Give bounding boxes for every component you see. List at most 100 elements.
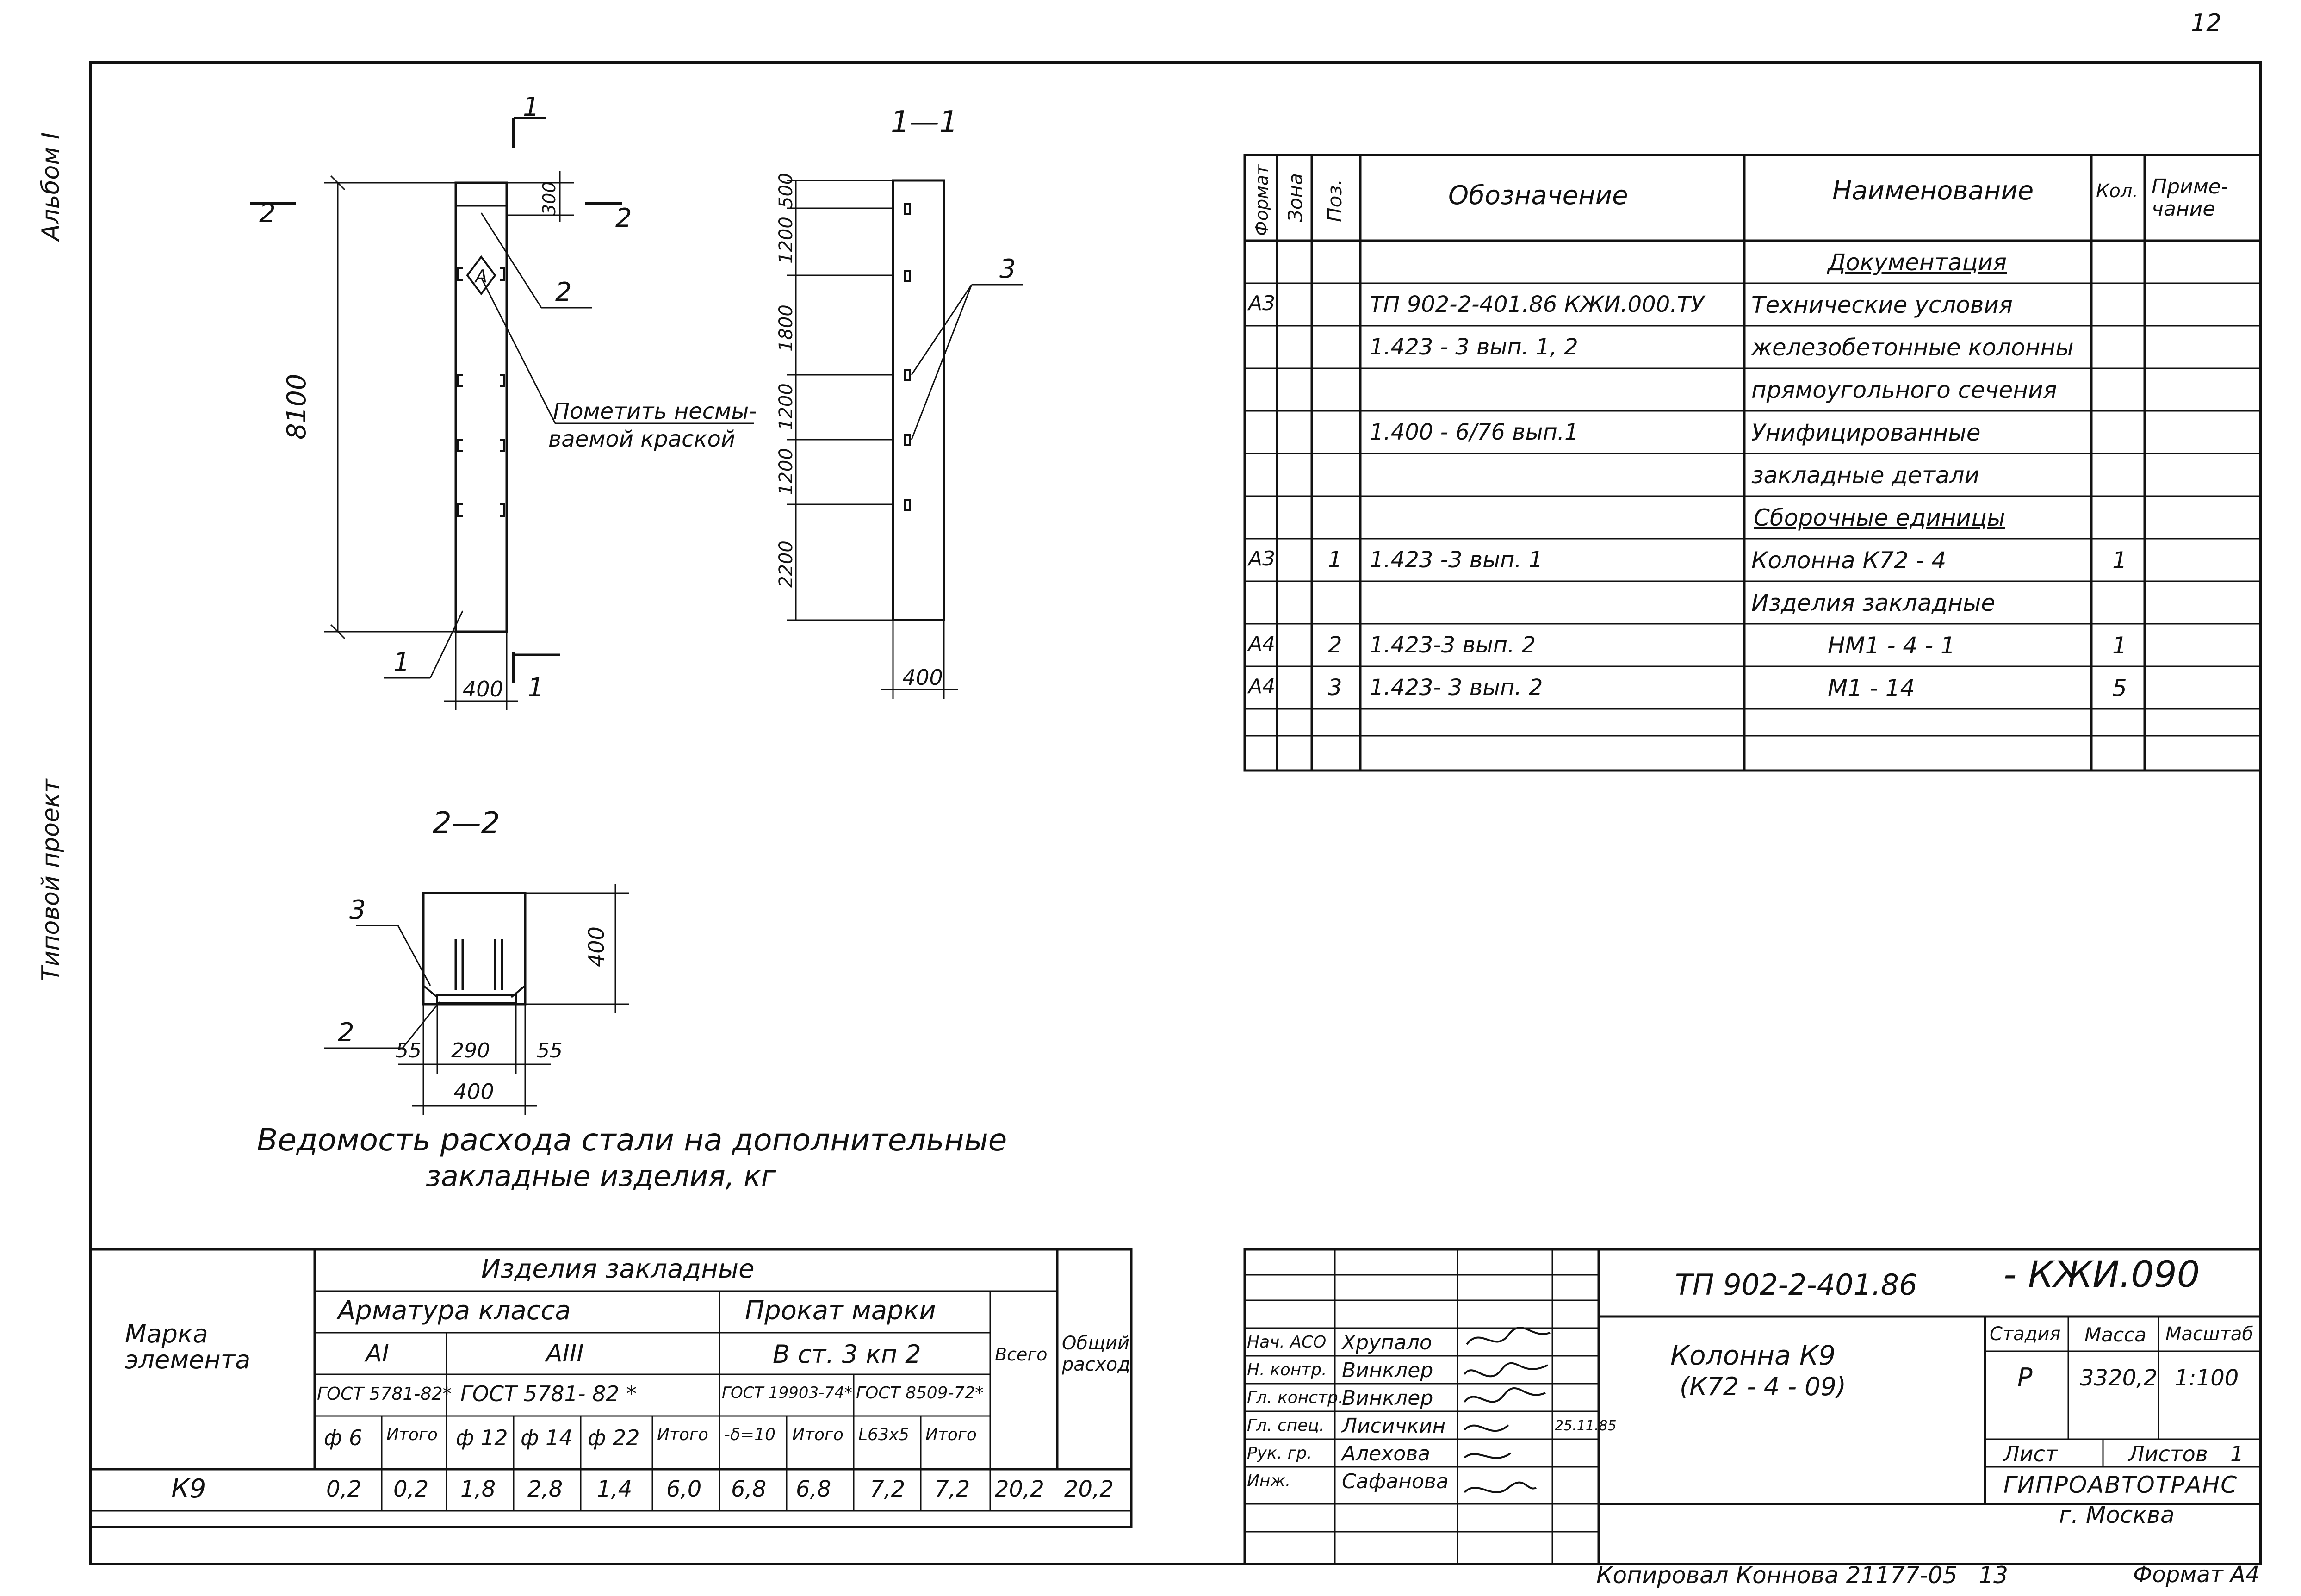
spec-cell-name: Изделия закладные	[1751, 590, 1996, 616]
title-name-1: Колонна К9	[1670, 1340, 1836, 1371]
title-sheets-h: Листов	[2128, 1441, 2208, 1466]
dim-top: 300	[539, 181, 559, 215]
title-mass: 3320,2	[2080, 1365, 2158, 1391]
steel-subheader: ф 14	[521, 1425, 573, 1450]
order-number: 21177-05	[1846, 1562, 1958, 1589]
svg-text:3: 3	[349, 895, 366, 925]
title-stage-h: Стадия	[1990, 1323, 2061, 1345]
staff-name: Сафанова	[1342, 1470, 1449, 1493]
spec-header-name: Наименование	[1832, 176, 2034, 206]
spec-header-qty: Кол.	[2096, 180, 2139, 202]
steel-title-2: закладные изделия, кг	[426, 1159, 776, 1193]
staff-name: Винклер	[1342, 1359, 1433, 1382]
steel-subheader: Итого	[792, 1425, 843, 1444]
spec-table-grid	[1243, 154, 2262, 772]
svg-text:400: 400	[584, 926, 609, 967]
staff-role: Гл. спец.	[1247, 1416, 1325, 1435]
steel-overall: 20,2	[1064, 1476, 1114, 1502]
staff-role: Гл. констр.	[1247, 1388, 1344, 1407]
steel-row-element: К9	[171, 1474, 206, 1504]
spec-cell-name: Технические условия	[1751, 292, 2013, 318]
svg-text:1: 1	[527, 673, 544, 703]
steel-value: 2,8	[527, 1476, 563, 1502]
svg-text:A: A	[474, 266, 487, 286]
svg-text:400: 400	[453, 1079, 494, 1104]
steel-value: 1,4	[597, 1476, 633, 1502]
steel-value: 7,2	[935, 1476, 970, 1502]
steel-h-element: Марка элемента	[125, 1319, 251, 1374]
steel-h-overall: Общий расход	[1062, 1333, 1130, 1375]
spec-cell-name: НМ1 - 4 - 1	[1828, 632, 1955, 659]
page-number: 12	[2191, 9, 2222, 37]
copier-name: Коннова	[1736, 1562, 1839, 1589]
svg-text:500: 500	[775, 173, 797, 208]
steel-subheader: Итого	[386, 1425, 438, 1444]
steel-h-rolled: Прокат марки	[745, 1296, 936, 1326]
steel-h-rebar: Арматура класса	[338, 1296, 571, 1326]
spec-cell-name: Колонна К72 - 4	[1751, 547, 1947, 574]
steel-subheader: ф 12	[456, 1425, 508, 1450]
title-code: ТП 902-2-401.86	[1675, 1268, 1917, 1302]
spec-cell-format: А3	[1248, 547, 1276, 571]
spec-cell-designation: 1.423 -3 вып. 1	[1370, 547, 1543, 573]
dim-height: 8100	[282, 373, 312, 440]
spec-cell-pos: 2	[1328, 632, 1342, 658]
spec-cell-format: А4	[1248, 675, 1276, 698]
spec-cell-name: закладные детали	[1751, 462, 1979, 489]
steel-value: 6,8	[796, 1476, 831, 1502]
spec-header-note: Приме- чание	[2152, 175, 2228, 221]
section-2-label: 2—2	[433, 806, 500, 840]
title-scale: 1:100	[2175, 1365, 2239, 1391]
spec-cell-name: железобетонные колонны	[1751, 334, 2074, 361]
spec-cell-format: А3	[1248, 292, 1276, 315]
steel-h-gost2: ГОСТ 5781- 82 *	[460, 1381, 637, 1406]
steel-subheader: L63x5	[858, 1425, 910, 1444]
elevation-view	[250, 117, 754, 710]
spec-cell-name: прямоугольного сечения	[1751, 377, 2057, 404]
spec-cell-qty: 1	[2112, 632, 2127, 659]
staff-role: Инж.	[1247, 1472, 1291, 1490]
spec-cell-qty: 1	[2112, 547, 2127, 574]
spec-cell-name: М1 - 14	[1828, 675, 1915, 702]
spec-header-pos: Поз.	[1323, 179, 1346, 222]
svg-text:290: 290	[451, 1039, 490, 1062]
spec-cell-designation: 1.423 - 3 вып. 1, 2	[1370, 334, 1578, 360]
steel-value: 0,2	[393, 1476, 429, 1502]
title-org-1: ГИПРОАВТОТРАНС	[2003, 1472, 2238, 1498]
svg-text:1200: 1200	[775, 383, 797, 430]
steel-value: 20,2	[995, 1476, 1044, 1502]
format-label: Формат А4	[2133, 1562, 2260, 1588]
title-sheets: 1	[2230, 1441, 2244, 1466]
spec-cell-qty: 5	[2112, 675, 2127, 702]
svg-text:2: 2	[615, 203, 632, 233]
staff-name: Винклер	[1342, 1386, 1433, 1410]
spec-cell-name: Унифицированные	[1751, 419, 1981, 446]
steel-table-grid	[89, 1248, 1133, 1528]
spec-cell-format: А4	[1248, 632, 1276, 656]
copy-sheet: 13	[1978, 1562, 2008, 1589]
dim-width: 400	[463, 677, 503, 702]
svg-text:2200: 2200	[775, 540, 797, 588]
steel-h-gost4: ГОСТ 8509-72*	[856, 1384, 984, 1403]
steel-subheader: Итого	[657, 1425, 708, 1444]
spec-cell-name: Документация	[1828, 249, 2007, 276]
svg-text:3: 3	[999, 254, 1016, 284]
svg-text:2: 2	[338, 1018, 354, 1048]
spec-header-designation: Обозначение	[1448, 180, 1628, 211]
note-mark: Пометить несмы-	[553, 398, 757, 424]
steel-value: 6,0	[666, 1476, 702, 1502]
spec-cell-pos: 3	[1328, 675, 1342, 701]
svg-text:1200: 1200	[775, 217, 797, 264]
spec-cell-designation: 1.423- 3 вып. 2	[1370, 675, 1543, 701]
spec-cell-name: Сборочные единицы	[1754, 504, 2005, 531]
title-block-grid	[1243, 1248, 2262, 1565]
spec-header-format: Формат	[1252, 164, 1272, 236]
svg-text:55: 55	[396, 1039, 422, 1062]
spec-cell-pos: 1	[1328, 547, 1342, 573]
steel-subheader: -δ=10	[724, 1425, 775, 1444]
spec-cell-designation: 1.423-3 вып. 2	[1370, 632, 1536, 658]
steel-h-AIII: АIII	[546, 1340, 584, 1367]
steel-value: 7,2	[870, 1476, 906, 1502]
copied-by-label: Копировал	[1596, 1562, 1729, 1589]
